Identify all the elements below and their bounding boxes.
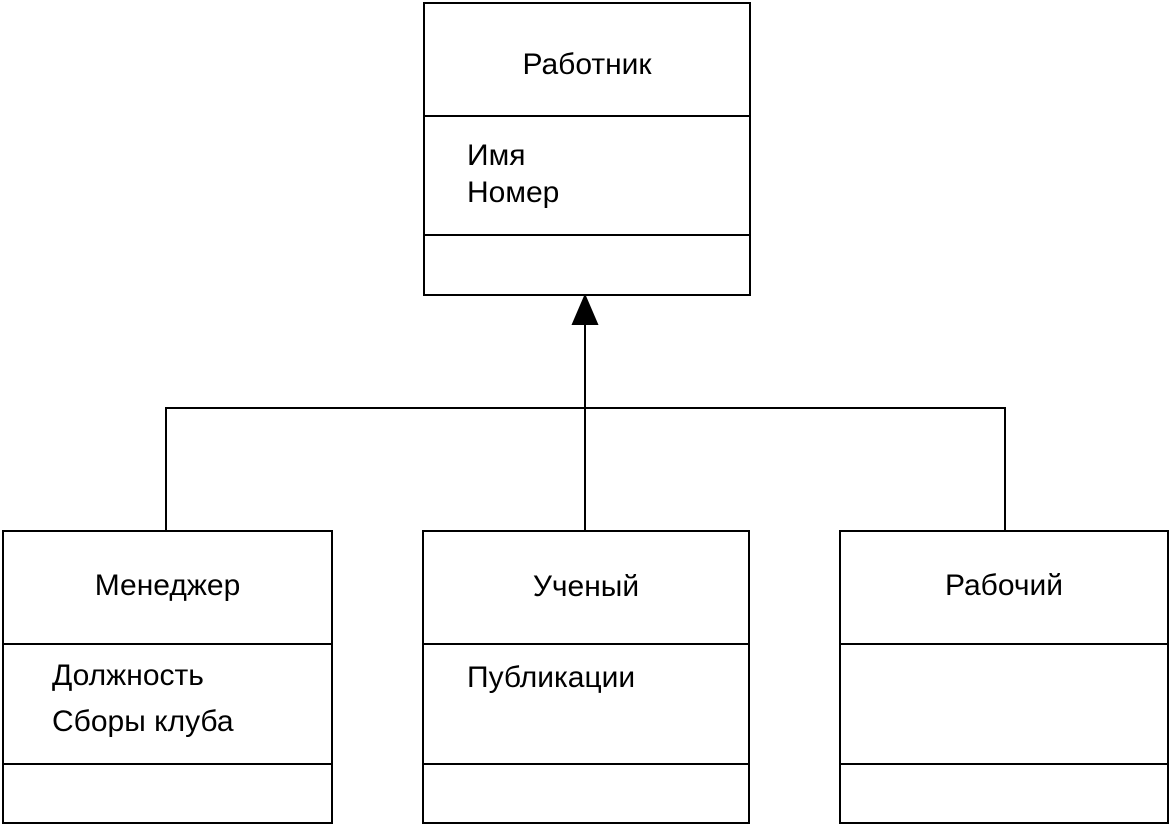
class-divider-attributes	[4, 643, 331, 645]
class-divider-methods	[424, 763, 748, 765]
attribute-publications: Публикации	[467, 661, 636, 694]
attribute-name: Имя	[467, 139, 526, 172]
class-divider-methods	[425, 234, 749, 236]
class-name-employee: Работник	[522, 48, 652, 81]
class-name-laborer: Рабочий	[944, 569, 1064, 602]
class-box-scientist: Ученый Публикации	[422, 530, 750, 824]
class-divider-attributes	[424, 643, 748, 645]
class-box-manager: Менеджер Должность Сборы клуба	[2, 530, 333, 824]
class-divider-methods	[841, 763, 1167, 765]
class-name-manager: Менеджер	[94, 569, 241, 602]
attribute-position: Должность	[52, 659, 204, 692]
class-name-scientist: Ученый	[532, 570, 640, 603]
attribute-number: Номер	[467, 176, 560, 209]
class-box-laborer: Рабочий	[839, 530, 1169, 824]
class-divider-attributes	[841, 643, 1167, 645]
attribute-club-dues: Сборы клуба	[52, 705, 234, 738]
generalization-arrowhead	[571, 293, 599, 325]
class-divider-attributes	[425, 115, 749, 117]
class-box-employee: Работник Имя Номер	[423, 2, 751, 296]
class-divider-methods	[4, 763, 331, 765]
